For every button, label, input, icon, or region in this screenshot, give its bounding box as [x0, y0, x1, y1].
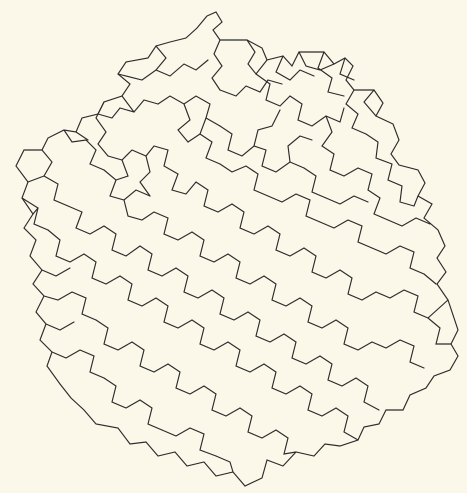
tiling-edge — [156, 46, 166, 70]
tiling-edge — [232, 204, 268, 234]
tiling-edge — [262, 150, 304, 172]
tiling-edge — [326, 196, 368, 204]
tiling-edge — [118, 60, 208, 80]
tiling-edge — [28, 176, 44, 182]
tiling-edge — [300, 298, 336, 328]
tiling-edge — [414, 196, 418, 206]
tiling-edge — [320, 220, 372, 248]
tiling-edge — [204, 386, 240, 416]
tiling-edge — [212, 290, 248, 320]
tiling-edge — [140, 246, 176, 276]
tiling-edge — [248, 312, 284, 342]
tiling-edge — [116, 160, 128, 180]
tiling-edge — [366, 134, 392, 164]
tiling-edge — [364, 90, 376, 116]
tiling-edge — [168, 364, 204, 394]
tiling-edge — [330, 154, 372, 176]
tiling-edge — [98, 100, 158, 118]
tiling-edge — [336, 320, 372, 350]
tiling-edge — [284, 334, 320, 364]
tiling-edge — [124, 200, 168, 220]
tiling-edge — [140, 400, 162, 430]
tiling-edge — [268, 226, 304, 256]
tiling-edge — [212, 40, 222, 90]
tiling-edge — [108, 146, 168, 160]
tiling-edge — [188, 134, 200, 142]
tiling-edge — [220, 126, 266, 156]
tiling-edge — [48, 230, 84, 262]
tiling-edge — [192, 320, 228, 350]
tiling-edge — [304, 168, 326, 198]
tiling-edge — [164, 150, 196, 194]
tiling-edge — [164, 218, 192, 240]
tiling-edge — [46, 322, 74, 330]
tiling-edge — [288, 136, 312, 162]
tiling-edge — [120, 276, 156, 306]
tiling-edge — [178, 104, 190, 142]
tiling-edge — [264, 364, 300, 394]
tiling-edge — [132, 342, 168, 372]
tiling-edge — [42, 268, 70, 276]
tiling-edge — [368, 174, 388, 220]
tiling-edge — [336, 408, 358, 440]
tiling-edge — [388, 164, 414, 206]
tiling-edge — [64, 130, 104, 170]
tiling-edge — [424, 274, 436, 284]
tiling-edge — [228, 342, 264, 372]
tiling-edge — [300, 386, 336, 416]
tiling-edge — [388, 218, 430, 226]
tiling-edge — [192, 232, 228, 262]
tiling-edge — [320, 356, 356, 386]
tiling-edge — [156, 298, 192, 328]
tiling-edge — [228, 254, 264, 284]
tiling-edge — [176, 268, 212, 298]
tiling-edge — [220, 164, 268, 196]
tiling-edge — [240, 408, 276, 438]
tiling-edge — [264, 276, 300, 306]
tiling-edge — [104, 226, 140, 256]
tiling-edge — [196, 182, 232, 212]
tiling-edge — [372, 246, 424, 274]
tiling-edge — [276, 430, 296, 454]
tiling-edge — [268, 194, 320, 222]
tiling-edge — [322, 116, 334, 154]
tiling-edge — [76, 132, 88, 140]
tiling-edge — [372, 340, 424, 368]
tiling-edge — [104, 378, 140, 408]
tiling-edge — [340, 270, 376, 300]
tiling-edge — [216, 456, 233, 472]
tiling-edge — [304, 248, 340, 278]
tiling-edge — [42, 150, 68, 206]
tiling-edge — [254, 110, 280, 146]
tiling-edge — [96, 102, 108, 156]
tiling-edge — [140, 156, 150, 196]
tiling-edge — [68, 206, 104, 234]
tiling-edge — [356, 378, 379, 410]
tiling-edge — [84, 254, 120, 284]
tiling-edge — [299, 52, 334, 70]
tiling-edge — [162, 428, 216, 456]
tiling-edge — [44, 292, 96, 320]
tiling-edge — [16, 12, 458, 486]
tiling-edge — [52, 350, 104, 378]
tiling-edge — [247, 40, 267, 60]
tiling-edge — [376, 290, 448, 318]
tiling-edge — [428, 318, 451, 344]
tiling-edge — [346, 90, 366, 134]
tiling-edge — [220, 80, 282, 96]
tiling-edge — [96, 320, 132, 350]
tiling-edge — [290, 96, 344, 126]
